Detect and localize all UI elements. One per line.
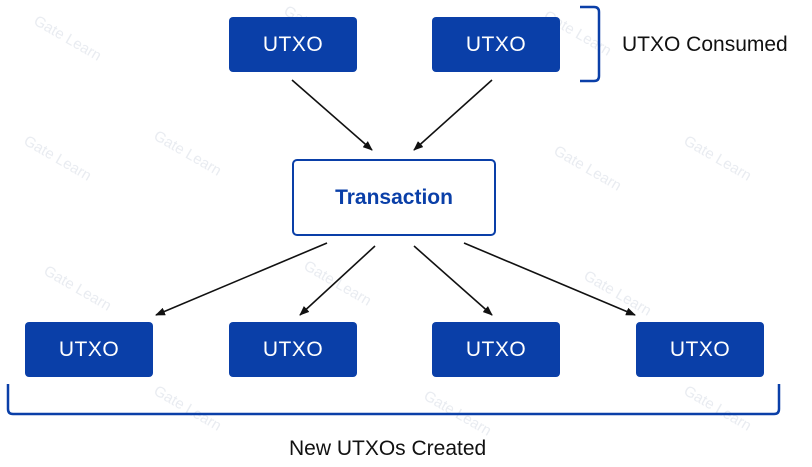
output-utxo-2: UTXO <box>229 322 357 377</box>
input-utxo-1: UTXO <box>229 17 357 72</box>
arrow-output-2 <box>299 245 376 316</box>
arrow-output-3 <box>413 245 493 316</box>
arrow-output-4 <box>463 242 636 316</box>
input-utxo-2: UTXO <box>432 17 560 72</box>
transaction-box: Transaction <box>292 159 496 236</box>
output-utxo-1: UTXO <box>25 322 153 377</box>
consumed-label: UTXO Consumed <box>622 33 788 56</box>
output-utxo-3: UTXO <box>432 322 560 377</box>
created-bracket <box>6 384 781 416</box>
consumed-bracket <box>580 5 601 83</box>
output-utxo-4: UTXO <box>636 322 764 377</box>
arrow-output-1 <box>155 242 328 316</box>
created-label: New UTXOs Created <box>289 437 487 460</box>
arrow-input-1 <box>291 79 373 151</box>
arrow-input-2 <box>413 79 493 151</box>
